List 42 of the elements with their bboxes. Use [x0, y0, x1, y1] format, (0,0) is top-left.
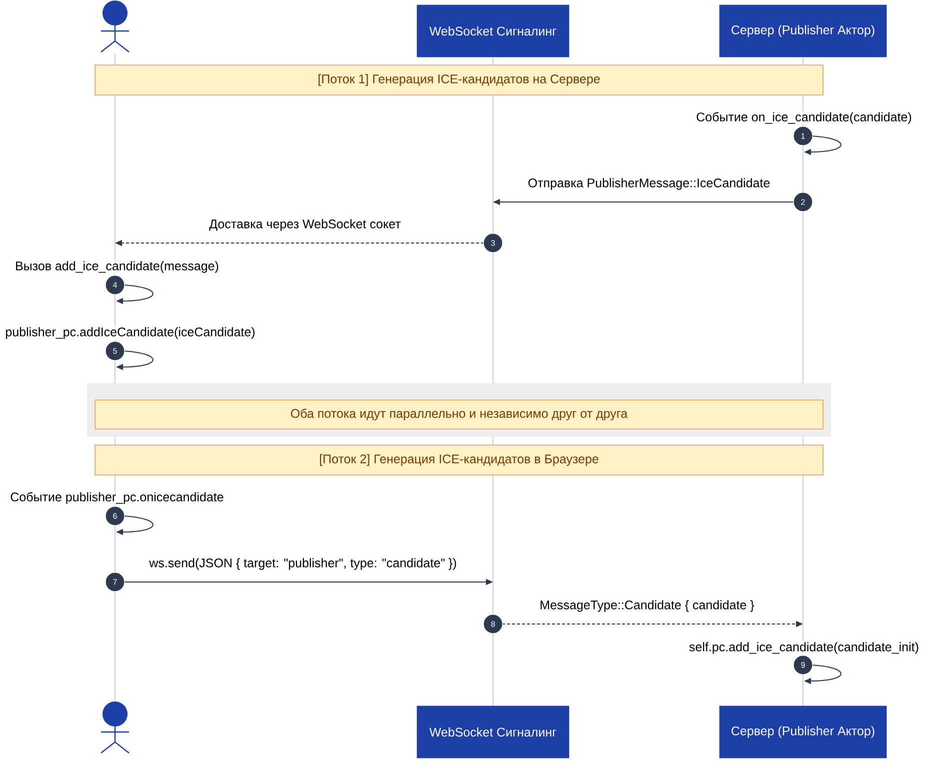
lifeline: [802, 211, 804, 384]
lifeline: [114, 54, 116, 66]
lifeline: [114, 525, 116, 573]
note-box: [Поток 2] Генерация ICE-кандидатов в Браузере: [94, 444, 824, 476]
lifeline: [492, 94, 494, 234]
message-label: Отправка PublisherMessage::IceCandidate: [526, 177, 772, 191]
step-number: 9: [793, 655, 813, 675]
step-number: 4: [105, 275, 125, 295]
lifeline: [114, 360, 116, 384]
lifeline: [802, 145, 804, 193]
participant-box: WebSocket Сигналинг: [416, 706, 570, 758]
step-number: 1: [793, 126, 813, 146]
lifeline: [802, 436, 804, 446]
step-number: 7: [105, 572, 125, 592]
actor-figure: [100, 0, 130, 53]
actor-figure: [100, 702, 130, 754]
message-label: Доставка через WebSocket сокет: [208, 218, 402, 232]
participant-box: WebSocket Сигналинг: [416, 4, 570, 58]
step-number: 5: [105, 341, 125, 361]
message-label: MessageType::Candidate { candidate }: [538, 599, 756, 613]
message-label: Вызов add_ice_candidate(message): [14, 260, 220, 274]
note-box: [Поток 1] Генерация ICE-кандидатов на Сервере: [94, 64, 824, 96]
lifeline: [492, 252, 494, 384]
lifeline: [114, 94, 116, 276]
message-label: self.pc.add_ice_candidate(candidate_init): [688, 641, 920, 655]
lifeline: [492, 633, 494, 706]
step-number: 3: [483, 233, 503, 253]
step-number: 6: [105, 506, 125, 526]
message-label: ws.send(JSON { target: "publisher", type: "candidate" }): [148, 557, 458, 571]
lifeline: [114, 436, 116, 446]
lifeline: [114, 591, 116, 702]
step-number: 2: [793, 192, 813, 212]
message-label: Событие publisher_pc.onicecandidate: [9, 491, 225, 505]
step-number: 8: [483, 614, 503, 634]
participant-box: Сервер (Publisher Актор): [719, 4, 887, 58]
message-label: Событие on_ice_candidate(candidate): [695, 111, 913, 125]
lifeline: [492, 436, 494, 446]
message-label: publisher_pc.addIceCandidate(iceCandidate): [4, 326, 256, 340]
participant-box: Сервер (Publisher Актор): [719, 706, 887, 758]
lifeline: [492, 474, 494, 615]
lifeline: [802, 674, 804, 706]
note-box: Оба потока идут параллельно и независимо друг от друга: [94, 400, 824, 430]
